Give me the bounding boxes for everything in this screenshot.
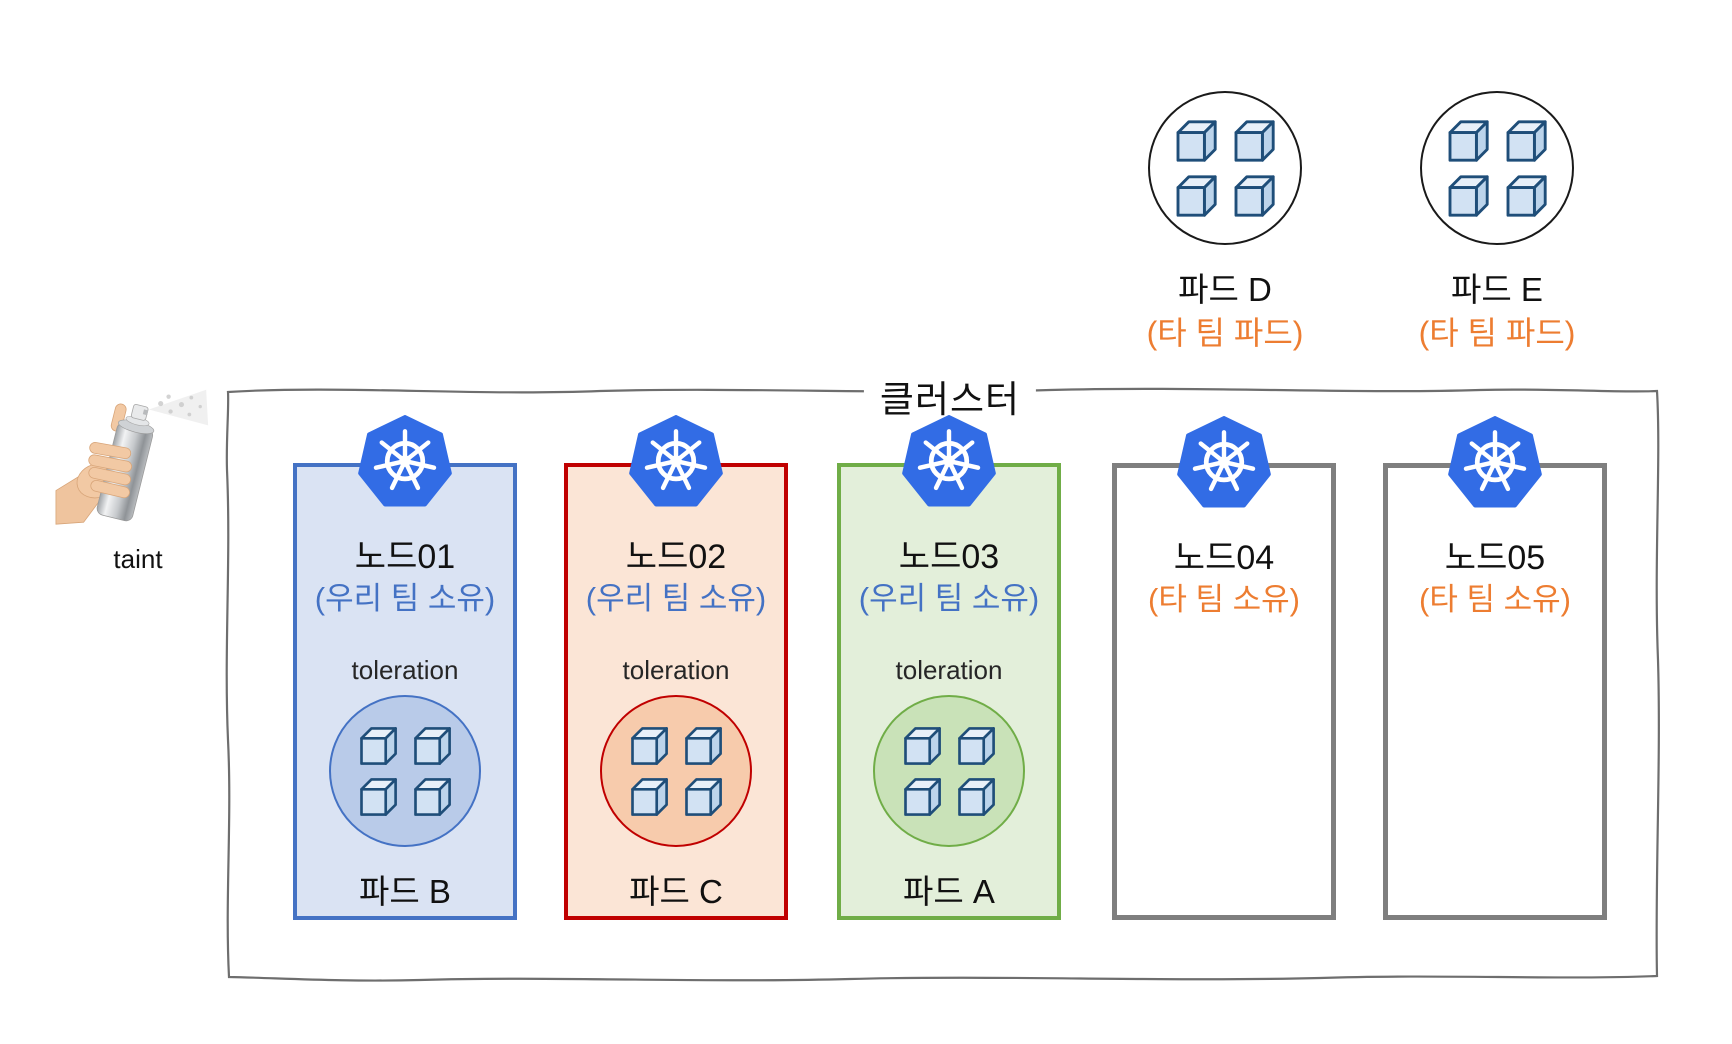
container-cube-icon [1234, 119, 1275, 162]
pod-cubes [627, 724, 725, 819]
node-ownership-label: (우리 팀 소유) [858, 581, 1040, 616]
kubernetes-icon [628, 415, 724, 511]
node-name-label: 노드04 [1173, 539, 1275, 577]
pod-circle [1148, 91, 1302, 245]
pod-circle [873, 695, 1025, 847]
node-card-03: 노드03 (우리 팀 소유) toleration 파드 A [837, 463, 1061, 920]
container-cube-icon [904, 777, 941, 816]
pod-name-label: 파드 C [629, 873, 723, 910]
container-cube-icon [685, 726, 722, 765]
node-name-label: 노드02 [625, 538, 727, 576]
container-cube-icon [1448, 174, 1489, 217]
kubernetes-icon [901, 415, 997, 511]
container-cube-icon [1448, 119, 1489, 162]
taint-label: taint [113, 544, 163, 574]
container-cube-icon [685, 777, 722, 816]
toleration-label: toleration [622, 655, 730, 685]
container-cube-icon [904, 726, 941, 765]
pod-name-label: 파드 E [1451, 271, 1543, 308]
kubernetes-icon [357, 415, 453, 511]
container-cube-icon [360, 726, 397, 765]
pod-name-label: 파드 A [903, 873, 995, 910]
node-card-01: 노드01 (우리 팀 소유) toleration 파드 B [293, 463, 517, 920]
container-cube-icon [958, 726, 995, 765]
node-ownership-label: (우리 팀 소유) [314, 581, 496, 616]
node-ownership-label: (타 팀 소유) [1419, 582, 1571, 617]
cluster-title: 클러스터 [863, 369, 1037, 423]
pod-owner-label: (타 팀 파드) [1418, 315, 1576, 351]
pod-circle [600, 695, 752, 847]
spray-can-icon [55, 389, 209, 525]
node-name-label: 노드03 [898, 538, 1000, 576]
toleration-label: toleration [351, 655, 459, 685]
container-cube-icon [631, 726, 668, 765]
container-cube-icon [414, 777, 451, 816]
pod-name-label: 파드 B [359, 873, 451, 910]
kubernetes-icon [1447, 416, 1543, 512]
node-ownership-label: (타 팀 소유) [1148, 582, 1300, 617]
container-cube-icon [1176, 174, 1217, 217]
pod-cubes [900, 724, 998, 819]
container-cube-icon [1234, 174, 1275, 217]
container-cube-icon [1176, 119, 1217, 162]
pod-owner-label: (타 팀 파드) [1146, 315, 1304, 351]
container-cube-icon [1506, 119, 1547, 162]
pod-cubes [356, 724, 454, 819]
container-cube-icon [414, 726, 451, 765]
kubernetes-icon [1176, 416, 1272, 512]
pod-name-label: 파드 D [1178, 271, 1272, 308]
node-name-label: 노드05 [1444, 539, 1546, 577]
container-cube-icon [631, 777, 668, 816]
pod-circle [1420, 91, 1574, 245]
pod-cubes [1172, 117, 1278, 220]
pod-circle [329, 695, 481, 847]
container-cube-icon [1506, 174, 1547, 217]
node-card-05: 노드05 (타 팀 소유) [1383, 463, 1607, 920]
container-cube-icon [958, 777, 995, 816]
toleration-label: toleration [895, 655, 1003, 685]
pod-cubes [1444, 117, 1550, 220]
node-card-02: 노드02 (우리 팀 소유) toleration 파드 C [564, 463, 788, 920]
node-ownership-label: (우리 팀 소유) [585, 581, 767, 616]
node-card-04: 노드04 (타 팀 소유) [1112, 463, 1336, 920]
container-cube-icon [360, 777, 397, 816]
node-name-label: 노드01 [354, 538, 456, 576]
